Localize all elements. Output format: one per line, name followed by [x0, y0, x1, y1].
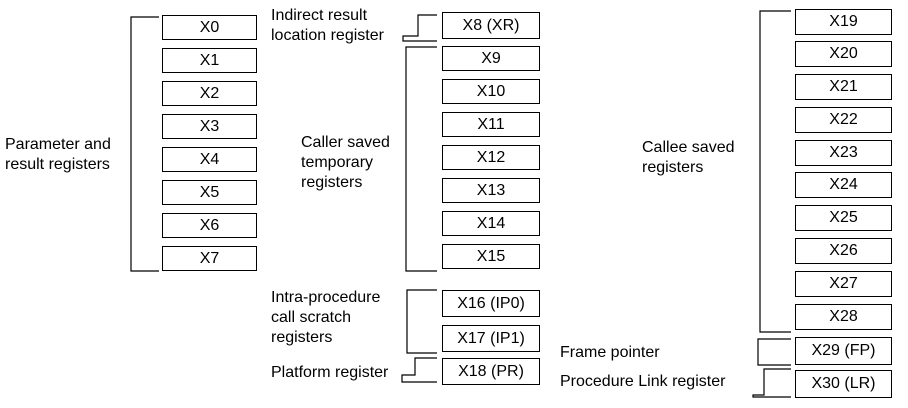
- label-line: location register: [271, 27, 384, 44]
- register-box: X18 (PR): [442, 358, 540, 385]
- label-line: Platform register: [271, 364, 389, 381]
- register-box: X17 (IP1): [442, 325, 540, 352]
- register-box: X9: [442, 46, 540, 71]
- register-box: X26: [795, 238, 892, 264]
- label-line: Intra-procedure: [271, 289, 381, 306]
- register-box: X5: [162, 180, 257, 205]
- label-indirect-result: Indirect result location register: [271, 6, 384, 46]
- register-box: X21: [795, 74, 892, 100]
- label-intra-procedure: Intra-procedure call scratch registers: [271, 288, 380, 348]
- label-line: Callee saved: [642, 139, 735, 156]
- register-box: X3: [162, 114, 257, 139]
- register-box: X12: [442, 145, 540, 170]
- register-box: X7: [162, 246, 257, 271]
- label-line: Procedure Link register: [560, 373, 726, 390]
- label-procedure-link: Procedure Link register: [560, 372, 725, 392]
- label-callee-saved: Callee saved registers: [642, 138, 735, 178]
- label-line: registers: [271, 329, 333, 346]
- register-box: X4: [162, 147, 257, 172]
- label-caller-saved: Caller saved temporary registers: [301, 133, 390, 193]
- register-box: X11: [442, 112, 540, 137]
- register-box: X8 (XR): [442, 12, 540, 39]
- register-box: X10: [442, 79, 540, 104]
- label-line: call scratch: [271, 309, 352, 326]
- label-line: temporary: [301, 154, 374, 171]
- register-box: X13: [442, 178, 540, 203]
- label-platform: Platform register: [271, 363, 388, 383]
- register-box: X28: [795, 304, 892, 330]
- register-box: X19: [795, 9, 892, 35]
- register-box: X30 (LR): [795, 370, 892, 398]
- label-line: registers: [301, 174, 363, 191]
- bracket-procedure-link: [752, 368, 791, 398]
- bracket-frame-pointer: [757, 338, 791, 366]
- register-box: X24: [795, 172, 892, 198]
- register-box: X14: [442, 211, 540, 236]
- register-box: X25: [795, 205, 892, 231]
- register-box: X29 (FP): [795, 337, 892, 365]
- label-line: result registers: [5, 156, 110, 173]
- bracket-indirect-result: [402, 14, 437, 42]
- register-box: X2: [162, 81, 257, 106]
- register-box: X1: [162, 48, 257, 73]
- register-box: X22: [795, 107, 892, 133]
- bracket-caller-saved: [405, 46, 437, 272]
- label-line: Parameter and: [5, 136, 111, 153]
- register-box: X16 (IP0): [442, 290, 540, 317]
- register-box: X15: [442, 244, 540, 269]
- label-line: Indirect result: [271, 7, 368, 24]
- register-box: X20: [795, 41, 892, 67]
- label-line: Frame pointer: [560, 344, 660, 361]
- bracket-platform: [401, 357, 437, 383]
- label-parameter-result: Parameter and result registers: [5, 135, 111, 175]
- label-line: registers: [642, 159, 704, 176]
- label-frame-pointer: Frame pointer: [560, 343, 660, 363]
- register-box: X23: [795, 140, 892, 166]
- register-box: X0: [162, 15, 257, 40]
- bracket-callee-saved: [759, 10, 791, 333]
- bracket-parameter-result: [130, 16, 159, 272]
- bracket-intra-procedure: [406, 289, 437, 354]
- register-box: X27: [795, 271, 892, 297]
- register-box: X6: [162, 213, 257, 238]
- label-line: Caller saved: [301, 134, 390, 151]
